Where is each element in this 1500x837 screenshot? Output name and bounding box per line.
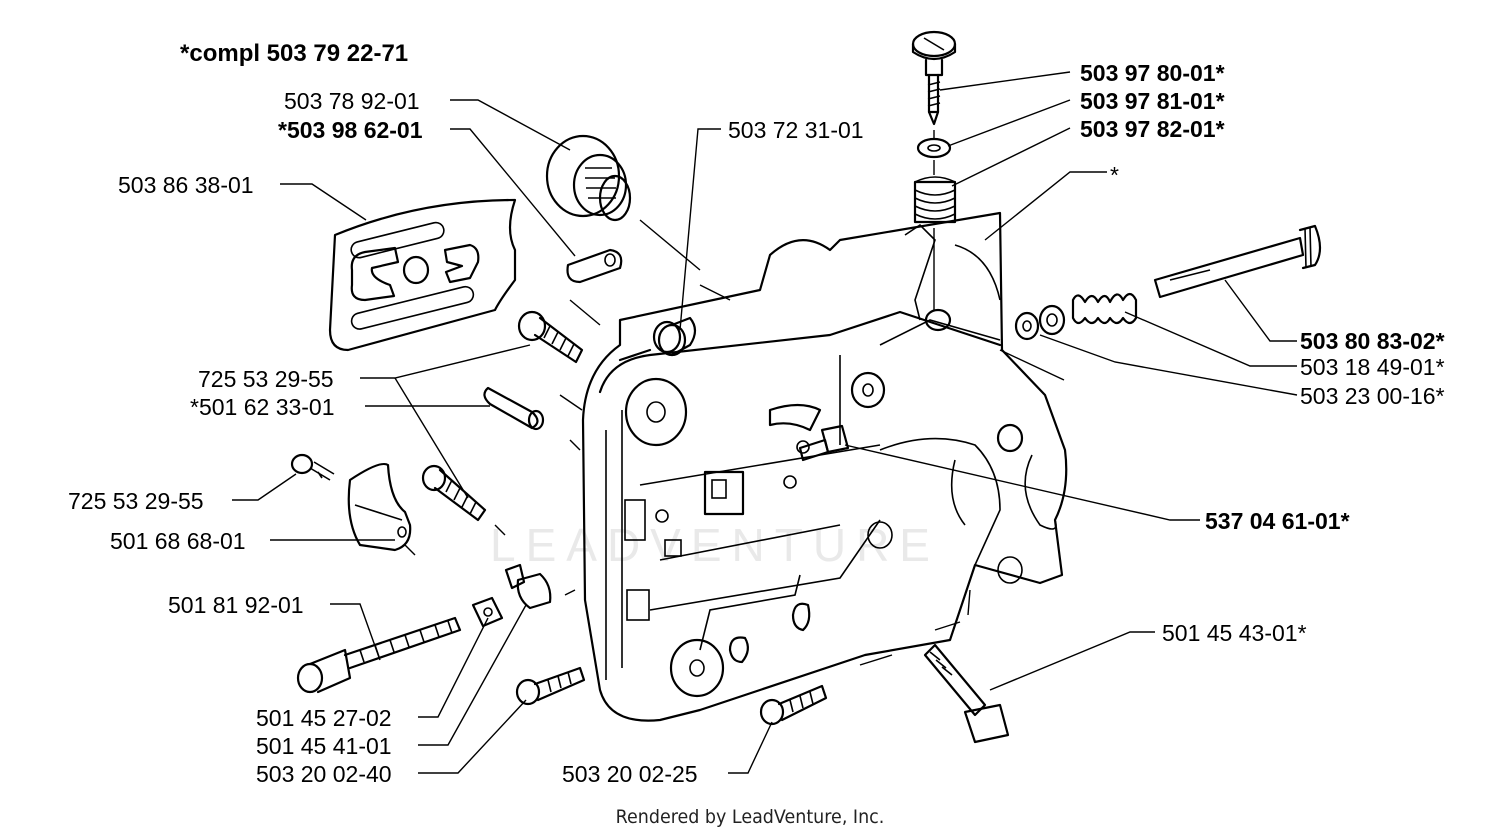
- washer-1: [1038, 304, 1066, 336]
- label-503-98-62-01: *503 98 62-01: [278, 117, 423, 143]
- label-503-72-31-01: 503 72 31-01: [728, 117, 864, 143]
- label-503-97-81-01: 503 97 81-01*: [1080, 88, 1225, 114]
- label-503-18-49-01: 503 18 49-01*: [1300, 354, 1445, 380]
- footer-credit: Rendered by LeadVenture, Inc.: [615, 806, 885, 828]
- label-503-97-82-01: 503 97 82-01*: [1080, 116, 1225, 142]
- label-star: *: [1110, 162, 1119, 188]
- label-725-53-29-55-lower: 725 53 29-55: [68, 488, 204, 514]
- label-503-20-02-40: 503 20 02-40: [256, 761, 392, 787]
- label-501-45-43-01: 501 45 43-01*: [1162, 620, 1307, 646]
- adjuster-screw: [911, 30, 957, 224]
- bolt-upper: [517, 310, 584, 364]
- nut: [471, 596, 504, 628]
- washer-2: [1014, 311, 1040, 341]
- label-501-62-33-01: *501 62 33-01: [190, 394, 335, 420]
- label-503-23-00-16: 503 23 00-16*: [1300, 383, 1445, 409]
- spring-right: [1071, 292, 1138, 325]
- label-503-97-80-01: 503 97 80-01*: [1080, 60, 1225, 86]
- label-501-45-27-02: 501 45 27-02: [256, 705, 392, 731]
- rivet: [652, 316, 697, 357]
- label-503-86-38-01: 503 86 38-01: [118, 172, 254, 198]
- label-725-53-29-55-upper: 725 53 29-55: [198, 366, 334, 392]
- bar-bolt: [923, 643, 1010, 744]
- sleeve: [483, 386, 545, 431]
- oil-pump-pin: [798, 424, 850, 462]
- leader-lines: [232, 71, 1298, 774]
- label-501-45-41-01: 501 45 41-01: [256, 733, 392, 759]
- chain-catcher: [347, 462, 412, 552]
- label-503-78-92-01: 503 78 92-01: [284, 88, 420, 114]
- watermark: LEADVENTURE: [490, 519, 940, 571]
- screw-left: [515, 666, 586, 706]
- slider: [504, 563, 552, 610]
- housing: [581, 211, 1068, 722]
- oil-cap: [545, 134, 632, 222]
- label-537-04-61-01: 537 04 61-01*: [1205, 508, 1350, 534]
- label-501-81-92-01: 501 81 92-01: [168, 592, 304, 618]
- bolt-lower: [290, 453, 335, 481]
- label-503-80-83-02: 503 80 83-02*: [1300, 328, 1445, 354]
- tensioner-screw: [296, 616, 462, 694]
- screw-bottom: [759, 684, 828, 726]
- guide-plate: [328, 198, 517, 352]
- label-503-20-02-25: 503 20 02-25: [562, 761, 698, 787]
- assembly-title: *compl 503 79 22-71: [180, 40, 409, 67]
- tensioner-rod: [1153, 224, 1322, 299]
- pin: [566, 248, 623, 284]
- label-501-68-68-01: 501 68 68-01: [110, 528, 246, 554]
